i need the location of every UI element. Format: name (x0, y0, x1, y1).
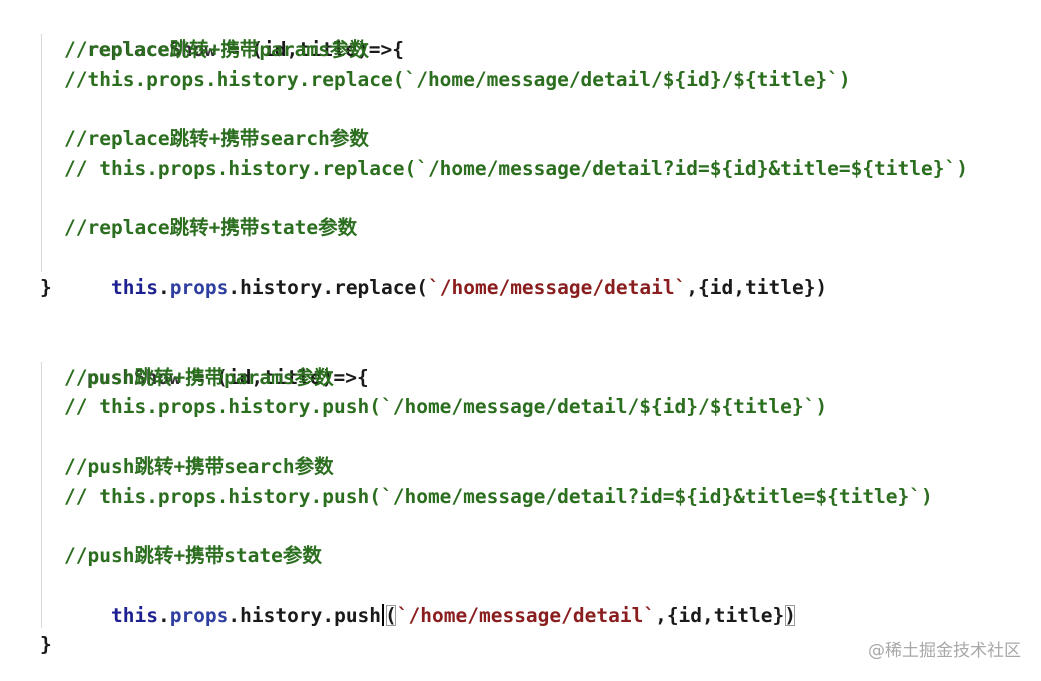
open-paren: ( (416, 276, 429, 299)
code-line-push-comment-search[interactable]: //push跳转+携带search参数 (64, 455, 334, 478)
code-line-push-signature[interactable]: pushShow = (id,title)=>{ (40, 333, 369, 389)
dot: . (157, 604, 170, 627)
keyword-this: this (110, 604, 158, 627)
dot: . (322, 276, 335, 299)
watermark: @稀土掘金技术社区 (868, 641, 1021, 661)
code-line-push-code-params[interactable]: // this.props.history.push(`/home/messag… (64, 395, 828, 418)
function-name-replaceShow: replaceShow (86, 38, 217, 61)
code-line-replace-signature[interactable]: replaceShow = (id,title)=>{ (40, 5, 404, 61)
code-line-push-comment-state[interactable]: //push跳转+携带state参数 (64, 544, 322, 567)
indent-guide-push (41, 362, 42, 628)
text-cursor (382, 604, 385, 626)
keyword-this: this (110, 276, 158, 299)
dot: . (228, 604, 241, 627)
code-line-replace-comment-state[interactable]: //replace跳转+携带state参数 (64, 216, 358, 239)
code-line-replace-code-search[interactable]: // this.props.history.replace(`/home/mes… (64, 157, 968, 180)
dot: . (322, 604, 335, 627)
code-line-push-comment-params[interactable]: //push跳转+携带params参数 (64, 366, 334, 389)
string-path: `/home/message/detail` (396, 604, 656, 627)
member-history: history (240, 276, 323, 299)
function-params: = (id,title)=>{ (180, 366, 369, 389)
code-line-replace-code-params[interactable]: //this.props.history.replace(`/home/mess… (64, 68, 851, 91)
function-name-pushShow: pushShow (86, 366, 181, 389)
code-line-push-close[interactable]: } (40, 633, 52, 656)
code-line-push-code-state[interactable]: this.props.history.push(`/home/message/d… (64, 571, 796, 627)
member-history: history (240, 604, 323, 627)
code-line-replace-comment-search[interactable]: //replace跳转+携带search参数 (64, 127, 369, 150)
code-line-push-code-search[interactable]: // this.props.history.push(`/home/messag… (64, 485, 933, 508)
member-props: props (169, 276, 229, 299)
code-line-replace-close[interactable]: } (40, 276, 52, 299)
string-path: `/home/message/detail` (428, 276, 687, 299)
call-args: ,{id,title} (655, 604, 785, 627)
dot: . (228, 276, 241, 299)
code-line-replace-code-state[interactable]: this.props.history.replace(`/home/messag… (64, 243, 827, 299)
member-props: props (169, 604, 229, 627)
call-args: ,{id,title}) (686, 276, 828, 299)
function-params: = (id,title)=>{ (216, 38, 404, 61)
method-push: push (334, 604, 382, 627)
method-replace: replace (334, 276, 417, 299)
dot: . (157, 276, 170, 299)
code-line-replace-comment-params[interactable]: //replace跳转+携带params参数 (64, 38, 369, 61)
close-paren-highlighted: ) (784, 604, 796, 627)
indent-guide-replace (41, 34, 42, 272)
open-paren-highlighted: ( (385, 604, 397, 627)
